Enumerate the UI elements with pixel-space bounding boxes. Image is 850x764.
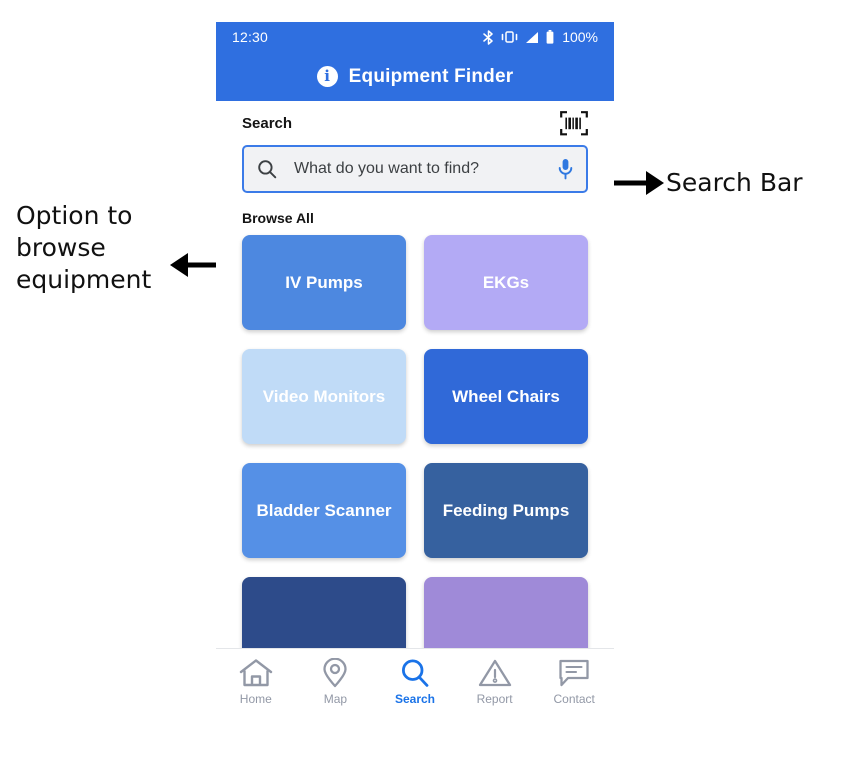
warning-triangle-icon bbox=[478, 659, 511, 687]
search-header: Search bbox=[242, 101, 588, 145]
search-icon bbox=[258, 160, 277, 179]
info-icon[interactable]: i bbox=[316, 66, 338, 87]
nav-label: Search bbox=[394, 692, 435, 706]
signal-icon bbox=[526, 31, 539, 43]
status-icons: 100% bbox=[483, 29, 598, 45]
search-bar[interactable] bbox=[242, 145, 588, 193]
home-icon bbox=[239, 659, 272, 687]
tile-label: Wheel Chairs bbox=[452, 386, 560, 406]
tile-label: Bladder Scanner bbox=[256, 500, 392, 520]
microphone-icon[interactable] bbox=[558, 158, 573, 180]
phone-screen: 12:30 100% i Equipment Finder bbox=[216, 22, 614, 720]
annotation-browse-equipment: Option to browse equipment bbox=[16, 201, 152, 294]
annotation-arrow-right bbox=[614, 166, 666, 200]
speech-bubble-icon bbox=[559, 659, 589, 687]
nav-item-contact[interactable]: Contact bbox=[534, 658, 614, 706]
equipment-tile-grid: IV Pumps EKGs Video Monitors Wheel Chair… bbox=[242, 235, 588, 672]
annotation-search-bar: Search Bar bbox=[666, 168, 803, 197]
equipment-tile[interactable]: Bladder Scanner bbox=[242, 463, 406, 558]
nav-item-report[interactable]: Report bbox=[455, 658, 535, 706]
battery-icon bbox=[546, 30, 554, 44]
map-pin-icon bbox=[323, 658, 348, 688]
nav-item-map[interactable]: Map bbox=[296, 658, 376, 706]
nav-label: Contact bbox=[553, 692, 595, 706]
nav-item-home[interactable]: Home bbox=[216, 658, 296, 706]
equipment-tile[interactable]: EKGs bbox=[424, 235, 588, 330]
bottom-navigation: Home Map Search Report bbox=[216, 648, 614, 720]
nav-item-search[interactable]: Search bbox=[375, 658, 455, 706]
status-time: 12:30 bbox=[232, 29, 269, 45]
search-section-label: Search bbox=[242, 114, 293, 132]
equipment-tile[interactable]: Video Monitors bbox=[242, 349, 406, 444]
app-bar: i Equipment Finder bbox=[216, 52, 614, 101]
tile-label: Video Monitors bbox=[262, 386, 386, 406]
browse-section-label: Browse All bbox=[242, 210, 314, 226]
tile-label: IV Pumps bbox=[285, 272, 363, 292]
nav-label: Report bbox=[476, 692, 513, 706]
search-input[interactable] bbox=[277, 160, 558, 178]
equipment-tile[interactable]: IV Pumps bbox=[242, 235, 406, 330]
equipment-tile[interactable]: Wheel Chairs bbox=[424, 349, 588, 444]
nav-label: Map bbox=[323, 692, 348, 706]
page-title: Equipment Finder bbox=[348, 65, 514, 87]
equipment-tile[interactable]: Feeding Pumps bbox=[424, 463, 588, 558]
vibrate-icon bbox=[501, 31, 518, 43]
status-bar: 12:30 100% bbox=[216, 22, 614, 52]
nav-label: Home bbox=[239, 692, 272, 706]
content-area: Search bbox=[216, 101, 614, 672]
bluetooth-icon bbox=[483, 29, 493, 45]
battery-percent: 100% bbox=[562, 29, 598, 45]
tile-label: EKGs bbox=[482, 272, 530, 292]
barcode-scan-icon[interactable] bbox=[560, 110, 588, 136]
tile-label: Feeding Pumps bbox=[442, 500, 570, 520]
search-icon bbox=[401, 659, 429, 687]
